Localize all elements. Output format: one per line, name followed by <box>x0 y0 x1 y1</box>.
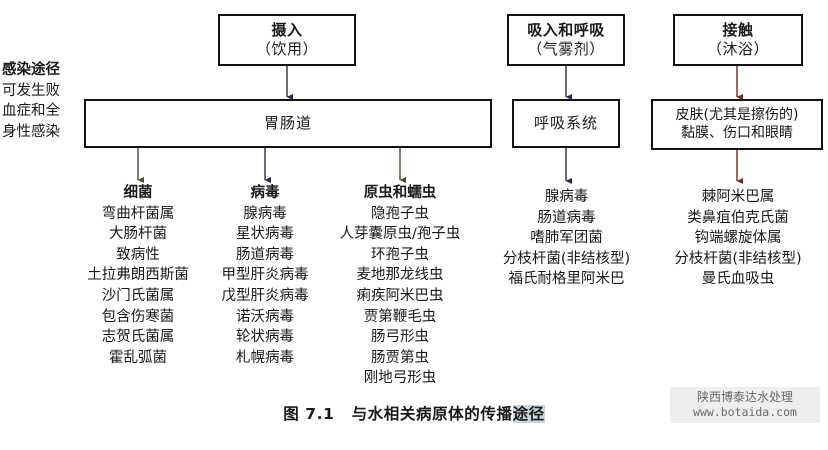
list-item: 分枝杆菌(非结核型) <box>502 250 631 267</box>
list-item: 人芽囊原虫/孢子虫 <box>339 226 461 243</box>
route-ingestion-title: 摄入 <box>271 20 303 39</box>
pathogen-column-contact: 棘阿米巴属 类鼻疽伯克氏菌 钩端螺旋体属 分枝杆菌(非结核型) 曼氏血吸虫 <box>652 187 824 290</box>
route-contact-subtitle: （沐浴） <box>706 40 769 58</box>
list-item: 致病性 <box>116 246 160 263</box>
pathogen-column-viruses-header: 病毒 <box>250 185 280 201</box>
target-box-gi-tract: 胃肠道 <box>84 99 492 148</box>
list-item: 嗜肺军团菌 <box>530 230 603 247</box>
figure-caption-number: 图 7.1 <box>283 405 335 423</box>
list-item: 麦地那龙线虫 <box>356 267 444 284</box>
list-item: 甲型肝炎病毒 <box>221 267 309 284</box>
list-item: 环孢子虫 <box>371 246 429 263</box>
route-contact-title: 接触 <box>722 20 754 39</box>
figure-caption-highlight: 途径 <box>512 405 545 423</box>
route-box-ingestion: 摄入 （饮用） <box>218 14 356 66</box>
list-item: 志贺氏菌属 <box>101 329 175 346</box>
list-item: 霍乱弧菌 <box>109 349 167 366</box>
infection-route-label-line-3: 身性感染 <box>2 123 60 140</box>
list-item: 隐孢子虫 <box>371 205 429 222</box>
list-item: 曼氏血吸虫 <box>701 271 775 288</box>
list-item: 戊型肝炎病毒 <box>221 287 309 304</box>
list-item: 肠道病毒 <box>537 209 596 226</box>
target-skin-label-line-1: 皮肤(尤其是擦伤的) <box>675 106 799 123</box>
pathogen-column-protozoa-helminths: 原虫和蠕虫 隐孢子虫 人芽囊原虫/孢子虫 环孢子虫 麦地那龙线虫 痢疾阿米巴虫 … <box>320 183 480 389</box>
route-box-inhalation: 吸入和呼吸 （气雾剂） <box>507 14 625 66</box>
pathogen-column-viruses: 病毒 腺病毒 星状病毒 肠道病毒 甲型肝炎病毒 戊型肝炎病毒 诺沃病毒 轮状病毒… <box>200 183 330 368</box>
list-item: 包含伤寒菌 <box>101 308 175 325</box>
list-item: 类鼻疽伯克氏菌 <box>687 209 789 226</box>
list-item: 轮状病毒 <box>236 329 294 346</box>
list-item: 分枝杆菌(非结核型) <box>674 250 802 267</box>
list-item: 诺沃病毒 <box>236 308 294 325</box>
infection-route-label-line-1: 可发生败 <box>2 82 60 99</box>
figure-caption: 图 7.1 与水相关病原体的传播途径 <box>0 402 828 424</box>
watermark: 陕西博泰达水处理 www.botaida.com <box>670 387 820 423</box>
list-item: 肠弓形虫 <box>371 329 429 346</box>
list-item: 弯曲杆菌属 <box>101 205 175 222</box>
list-item: 肠道病毒 <box>236 246 294 263</box>
route-box-contact: 接触 （沐浴） <box>673 14 803 66</box>
infection-route-label: 感染途径 可发生败 血症和全 身性感染 <box>2 60 82 142</box>
list-item: 星状病毒 <box>236 226 294 243</box>
route-inhalation-title: 吸入和呼吸 <box>527 20 605 39</box>
target-box-skin-mucosa: 皮肤(尤其是擦伤的) 黏膜、伤口和眼睛 <box>651 99 823 150</box>
figure-caption-text: 与水相关病原体的传播 <box>351 405 513 423</box>
target-gi-tract-label: 胃肠道 <box>263 113 312 132</box>
target-respiratory-label: 呼吸系统 <box>533 113 598 132</box>
pathogen-column-respiratory: 腺病毒 肠道病毒 嗜肺军团菌 分枝杆菌(非结核型) 福氏耐格里阿米巴 <box>484 187 649 290</box>
list-item: 腺病毒 <box>243 205 287 222</box>
infection-route-label-heading: 感染途径 <box>2 62 60 78</box>
pathogen-column-bacteria: 细菌 弯曲杆菌属 大肠杆菌 致病性 土拉弗朗西斯菌 沙门氏菌属 包含伤寒菌 志贺… <box>70 183 206 368</box>
target-box-respiratory-system: 呼吸系统 <box>512 99 620 148</box>
list-item: 钩端螺旋体属 <box>694 230 782 247</box>
pathogen-column-bacteria-header: 细菌 <box>123 185 153 201</box>
watermark-url: www.botaida.com <box>693 404 797 419</box>
list-item: 大肠杆菌 <box>109 226 167 243</box>
route-ingestion-subtitle: （饮用） <box>255 40 318 58</box>
list-item: 痢疾阿米巴虫 <box>356 287 444 304</box>
list-item: 刚地弓形虫 <box>363 370 437 387</box>
list-item: 福氏耐格里阿米巴 <box>508 271 625 288</box>
target-skin-label-line-2: 黏膜、伤口和眼睛 <box>681 124 793 141</box>
pathogen-column-protozoa-header: 原虫和蠕虫 <box>363 185 437 201</box>
list-item: 札幌病毒 <box>236 349 294 366</box>
list-item: 土拉弗朗西斯菌 <box>87 267 189 284</box>
watermark-company: 陕西博泰达水处理 <box>696 390 793 404</box>
route-inhalation-subtitle: （气雾剂） <box>527 40 605 58</box>
list-item: 腺病毒 <box>544 189 589 205</box>
list-item: 沙门氏菌属 <box>101 287 175 304</box>
list-item: 贾第鞭毛虫 <box>363 308 437 325</box>
infection-route-label-line-2: 血症和全 <box>2 103 60 120</box>
list-item: 肠贾第虫 <box>371 349 429 366</box>
list-item: 棘阿米巴属 <box>701 189 775 205</box>
